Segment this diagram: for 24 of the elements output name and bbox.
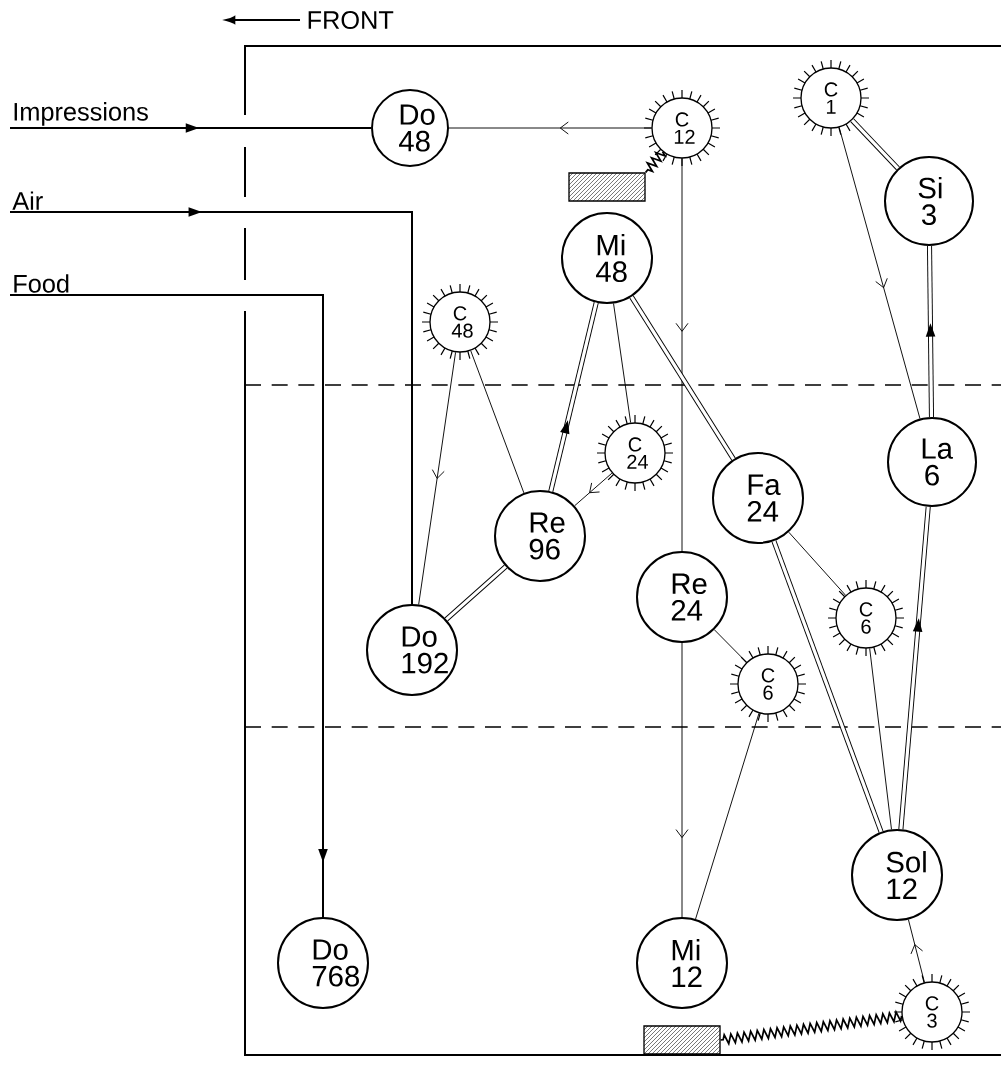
double-line-arrow [898, 506, 931, 830]
connector-line [713, 629, 747, 663]
connector-line [470, 350, 525, 494]
double-line [629, 295, 736, 461]
input-label: Air [12, 191, 43, 210]
input-label: Impressions [14, 102, 148, 126]
connector-line [613, 303, 632, 424]
double-line-arrow [548, 302, 599, 492]
direction-label: FRONT [308, 11, 394, 29]
connector-line [788, 531, 846, 596]
double-line [444, 564, 508, 622]
connector-line [869, 648, 892, 830]
input-label: Food [14, 274, 69, 293]
arrow [9, 294, 328, 918]
double-line [850, 118, 900, 171]
double-line [771, 540, 884, 833]
spring-connector [719, 1009, 903, 1047]
hatched-block [643, 1025, 721, 1055]
arrow [9, 123, 372, 133]
arrow [9, 207, 413, 605]
connector-line [695, 712, 760, 920]
double-line-arrow [925, 245, 936, 418]
spring-connector [644, 150, 668, 174]
hatched-block [568, 172, 646, 202]
